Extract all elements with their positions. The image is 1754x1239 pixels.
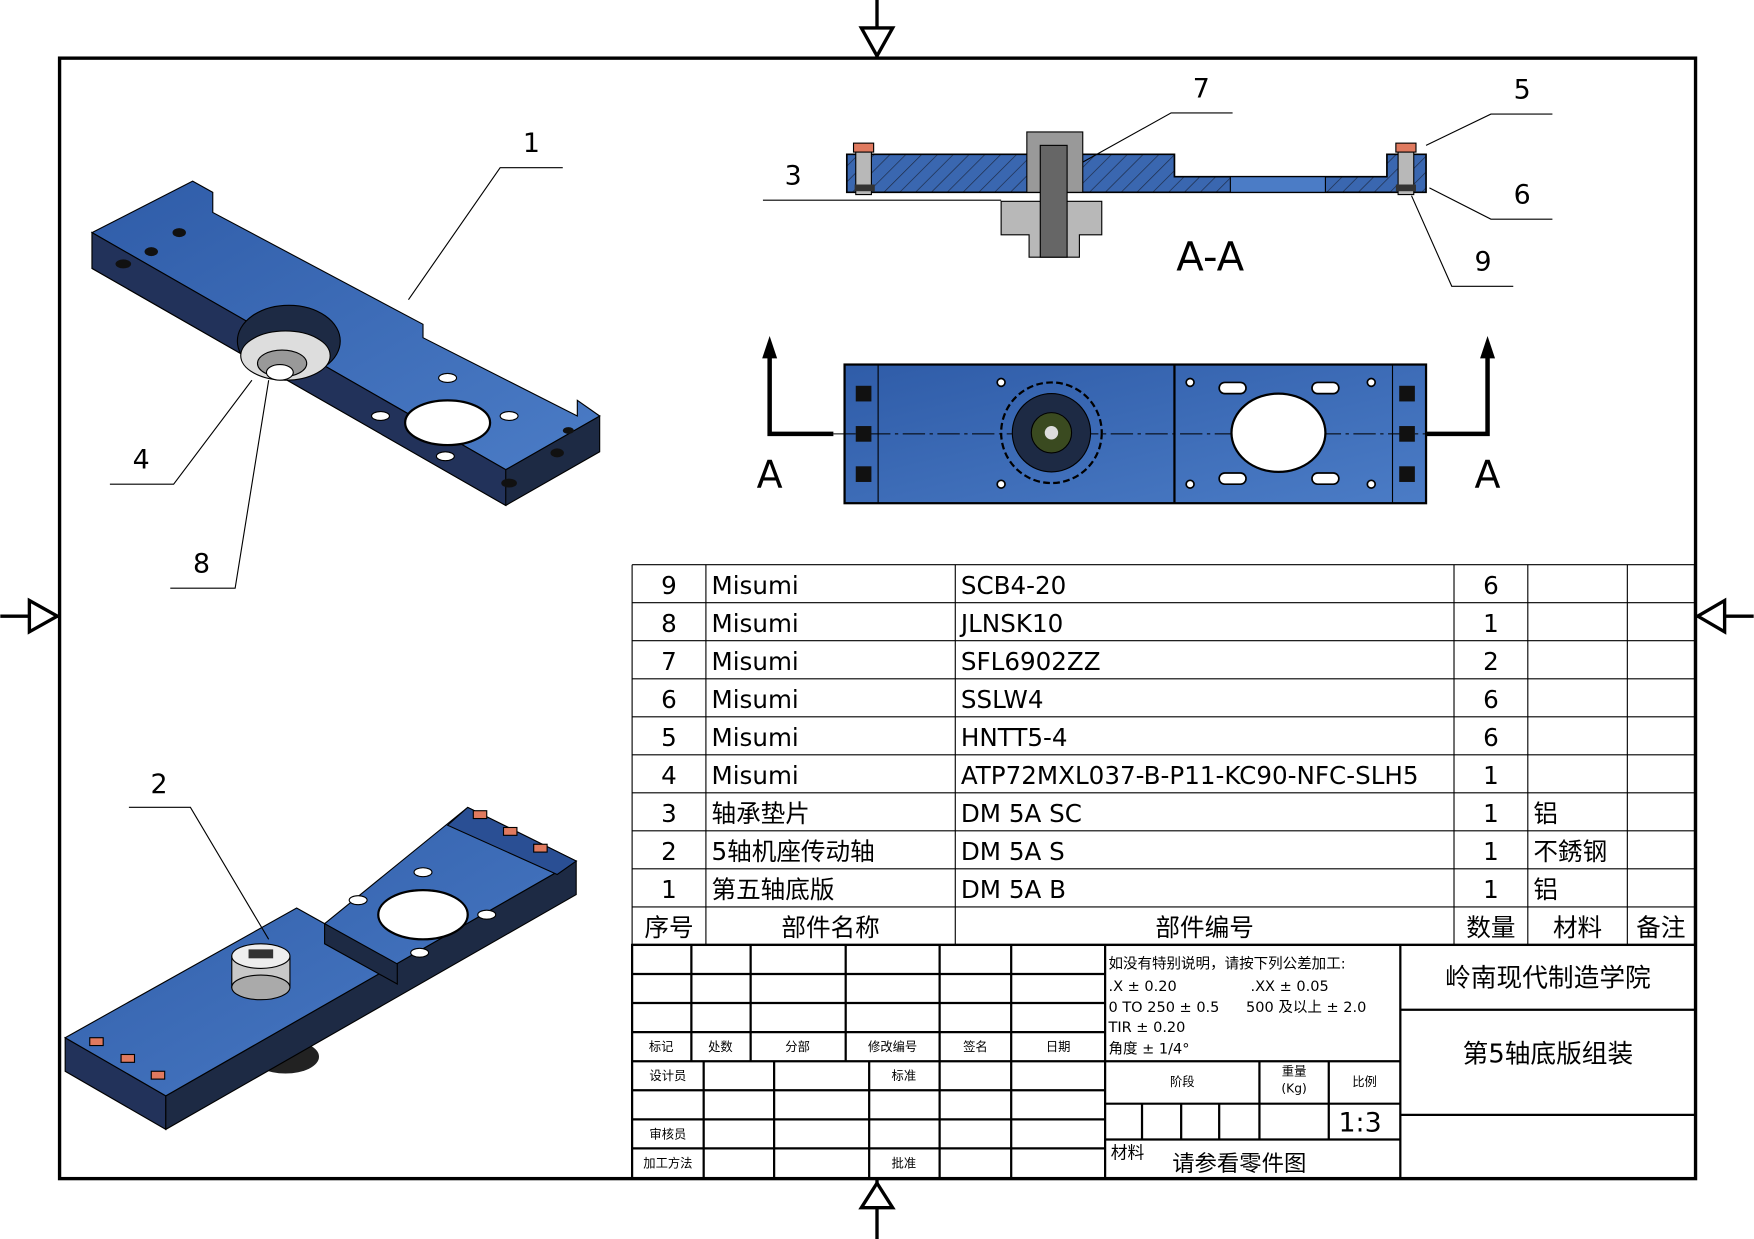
bom-cell-qty: 2 — [1483, 647, 1499, 676]
balloon-6: 6 — [1514, 180, 1531, 211]
bom-header-name: 部件名称 — [781, 913, 879, 942]
bom-cell-no: 4 — [661, 761, 677, 790]
bom-cell-code: DM 5A SC — [961, 799, 1082, 828]
bom-header-note: 备注 — [1636, 913, 1685, 942]
iso-view-assembly-bottom — [64, 806, 578, 1131]
title-block: 标记 处数 分部 修改编号 签名 日期 设计员 标准 审核员 加工方法 批准 阶… — [630, 943, 1697, 1180]
bom-cell-no: 3 — [661, 799, 677, 828]
section-label: A-A — [1176, 235, 1244, 281]
bom-cell-code: SFL6902ZZ — [961, 647, 1101, 676]
balloon-4: 4 — [133, 445, 150, 476]
top-view — [833, 363, 1443, 505]
bom-cell-name: 第五轴底版 — [712, 875, 835, 904]
bom-cell-name: Misumi — [712, 761, 799, 790]
bom-header-material: 材料 — [1553, 913, 1602, 942]
bom-cell-code: ATP72MXL037-B-P11-KC90-NFC-SLH5 — [961, 761, 1419, 790]
bom-cell-name: Misumi — [712, 609, 799, 638]
balloon-9: 9 — [1475, 247, 1492, 278]
bom-cell-name: 轴承垫片 — [712, 799, 810, 828]
process-label: 加工方法 — [643, 1155, 692, 1170]
bom-cell-qty: 6 — [1483, 685, 1499, 714]
bom-cell-qty: 1 — [1483, 837, 1499, 866]
bom-cell-code: SSLW4 — [961, 685, 1044, 714]
bom-cell-no: 1 — [661, 875, 677, 904]
bom-cell-material: 铝 — [1533, 875, 1558, 904]
bom-cell-no: 7 — [661, 647, 677, 676]
bom-cell-qty: 1 — [1483, 799, 1499, 828]
bom-cell-qty: 6 — [1483, 723, 1499, 752]
rev-label-date: 日期 — [1046, 1040, 1071, 1054]
rev-label-mark: 标记 — [649, 1040, 674, 1054]
bom-cell-code: HNTT5-4 — [961, 723, 1068, 752]
tolerance-tir: TIR ± 0.20 — [1107, 1020, 1185, 1036]
section-view-a-a — [845, 131, 1427, 258]
bom-cell-no: 6 — [661, 685, 677, 714]
reviewer-label: 审核员 — [649, 1126, 686, 1141]
balloon-5: 5 — [1514, 74, 1531, 105]
cut-label-left: A — [757, 453, 783, 497]
bom-cell-no: 9 — [661, 571, 677, 600]
cut-label-right: A — [1475, 453, 1501, 497]
rev-label-count: 处数 — [708, 1039, 733, 1054]
bom-cell-code: DM 5A B — [961, 875, 1066, 904]
material-label: 材料 — [1111, 1142, 1145, 1162]
bom-cell-qty: 6 — [1483, 571, 1499, 600]
iso-view-assembly-top — [90, 180, 601, 507]
bom-cell-material: 不銹钢 — [1533, 837, 1607, 866]
tolerance-0-250: 0 TO 250 ± 0.5 — [1108, 1000, 1219, 1016]
bom-cell-qty: 1 — [1483, 875, 1499, 904]
tolerance-angle: 角度 ± 1/4° — [1108, 1040, 1189, 1057]
cut-plane-arrows — [762, 335, 1496, 437]
weight-label: 重量 — [1282, 1065, 1307, 1079]
material-value: 请参看零件图 — [1172, 1151, 1306, 1177]
bom-cell-no: 8 — [661, 609, 677, 638]
balloon-7: 7 — [1193, 73, 1210, 104]
tolerance-xx: .XX ± 0.05 — [1250, 979, 1328, 995]
bom-cell-name: Misumi — [712, 723, 799, 752]
school-name: 岭南现代制造学院 — [1445, 963, 1651, 993]
balloon-8: 8 — [193, 549, 210, 580]
scale-value: 1:3 — [1338, 1108, 1381, 1139]
tolerance-note: 如没有特别说明，请按下列公差加工: — [1108, 955, 1345, 972]
bom-cell-code: SCB4-20 — [961, 571, 1066, 600]
scale-label: 比例 — [1352, 1075, 1377, 1089]
bom-cell-name: Misumi — [712, 571, 799, 600]
approve-label: 批准 — [892, 1155, 917, 1170]
balloon-2: 2 — [151, 769, 168, 800]
bom-cell-name: 5轴机座传动轴 — [712, 837, 875, 866]
bom-header-code: 部件编号 — [1155, 913, 1253, 942]
bom-cell-qty: 1 — [1483, 609, 1499, 638]
bom-cell-no: 2 — [661, 837, 677, 866]
rev-label-zone: 分部 — [785, 1039, 810, 1054]
tolerance-x: .X ± 0.20 — [1108, 979, 1176, 995]
bom-cell-code: JLNSK10 — [959, 609, 1063, 638]
leader-lines — [109, 112, 1553, 940]
balloon-1: 1 — [523, 128, 540, 159]
bom-cell-no: 5 — [661, 723, 677, 752]
stage-label: 阶段 — [1170, 1074, 1195, 1089]
tolerance-500: 500 及以上 ± 2.0 — [1246, 999, 1366, 1016]
designer-label: 设计员 — [649, 1069, 686, 1083]
rev-label-change-no: 修改编号 — [868, 1039, 917, 1054]
weight-unit: (Kg) — [1281, 1082, 1306, 1096]
bom-cell-material: 铝 — [1533, 799, 1558, 828]
bom-cell-code: DM 5A S — [961, 837, 1065, 866]
bom-cell-name: Misumi — [712, 685, 799, 714]
bom-cell-qty: 1 — [1483, 761, 1499, 790]
balloons: 1 4 8 2 7 5 6 9 3 — [133, 73, 1531, 800]
bom-cell-name: Misumi — [712, 647, 799, 676]
drawing-title: 第5轴底版组装 — [1463, 1039, 1634, 1069]
balloon-3: 3 — [785, 161, 802, 192]
rev-label-signature: 签名 — [963, 1039, 988, 1054]
bom-header-no: 序号 — [644, 913, 693, 942]
standard-label: 标准 — [892, 1069, 917, 1083]
bom-header-qty: 数量 — [1466, 913, 1515, 942]
